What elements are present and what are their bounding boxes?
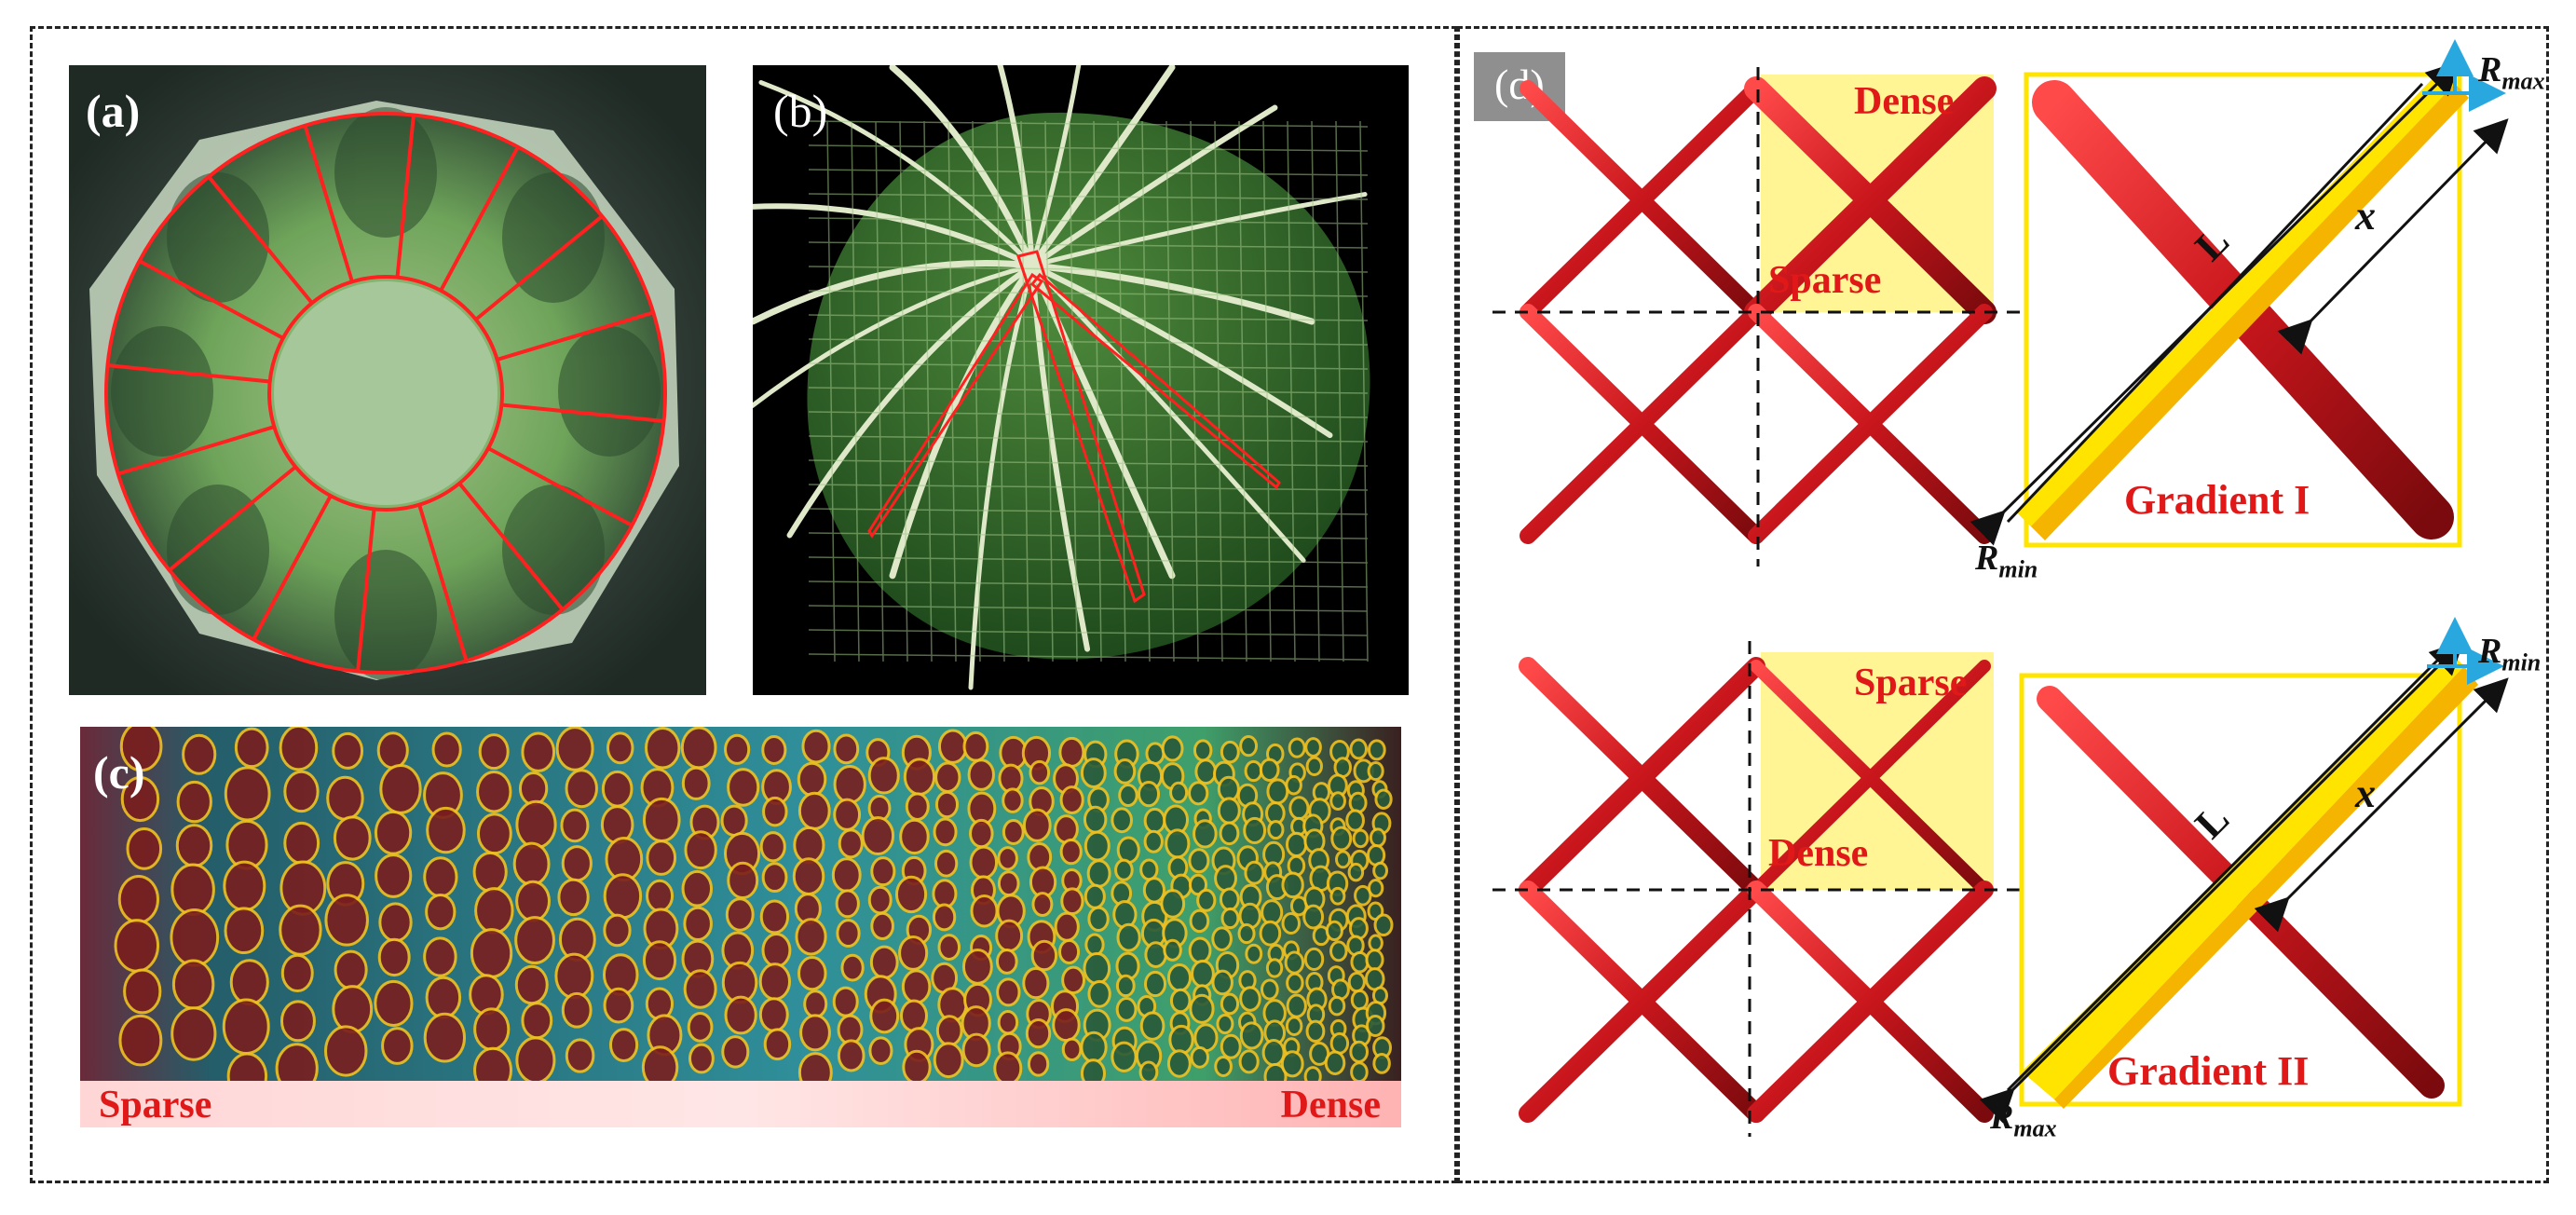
fibre-micrograph-image [80, 727, 1401, 1127]
bottom-r-max-label: Rmax [1990, 1098, 2057, 1142]
bottom-dense-label: Dense [1768, 832, 1869, 875]
bottom-x-label: x [2355, 771, 2376, 816]
right-frame [1457, 26, 2549, 1183]
panel-c-sparse-label: Sparse [99, 1084, 212, 1126]
panel-c-fibre-micrograph: (c) Sparse Dense [80, 727, 1401, 1127]
panel-d-tag: (d) [1474, 52, 1565, 121]
top-r-min-label: Rmin [1975, 539, 2038, 583]
top-dense-label: Dense [1854, 80, 1955, 123]
top-gradient-label: Gradient I [2124, 477, 2310, 523]
top-x-label: x [2355, 193, 2376, 239]
panel-c-tag: (c) [93, 746, 145, 799]
bottom-r-min-label: Rmin [2478, 632, 2542, 676]
panel-a-tag: (a) [86, 85, 141, 137]
top-sparse-label: Sparse [1768, 259, 1882, 302]
stem-cross-section-image [69, 65, 706, 695]
leaf-venation-image [753, 65, 1370, 690]
bottom-gradient-label: Gradient II [2107, 1048, 2310, 1094]
panel-b-leaf-venation: (b) [753, 65, 1409, 695]
left-frame [30, 26, 1457, 1183]
panel-b-tag: (b) [773, 85, 828, 137]
panel-a-stem-cross-section: (a) [69, 65, 706, 695]
bottom-sparse-label: Sparse [1854, 662, 1968, 704]
panel-c-dense-label: Dense [1280, 1084, 1381, 1126]
top-r-max-label: Rmax [2478, 50, 2545, 95]
